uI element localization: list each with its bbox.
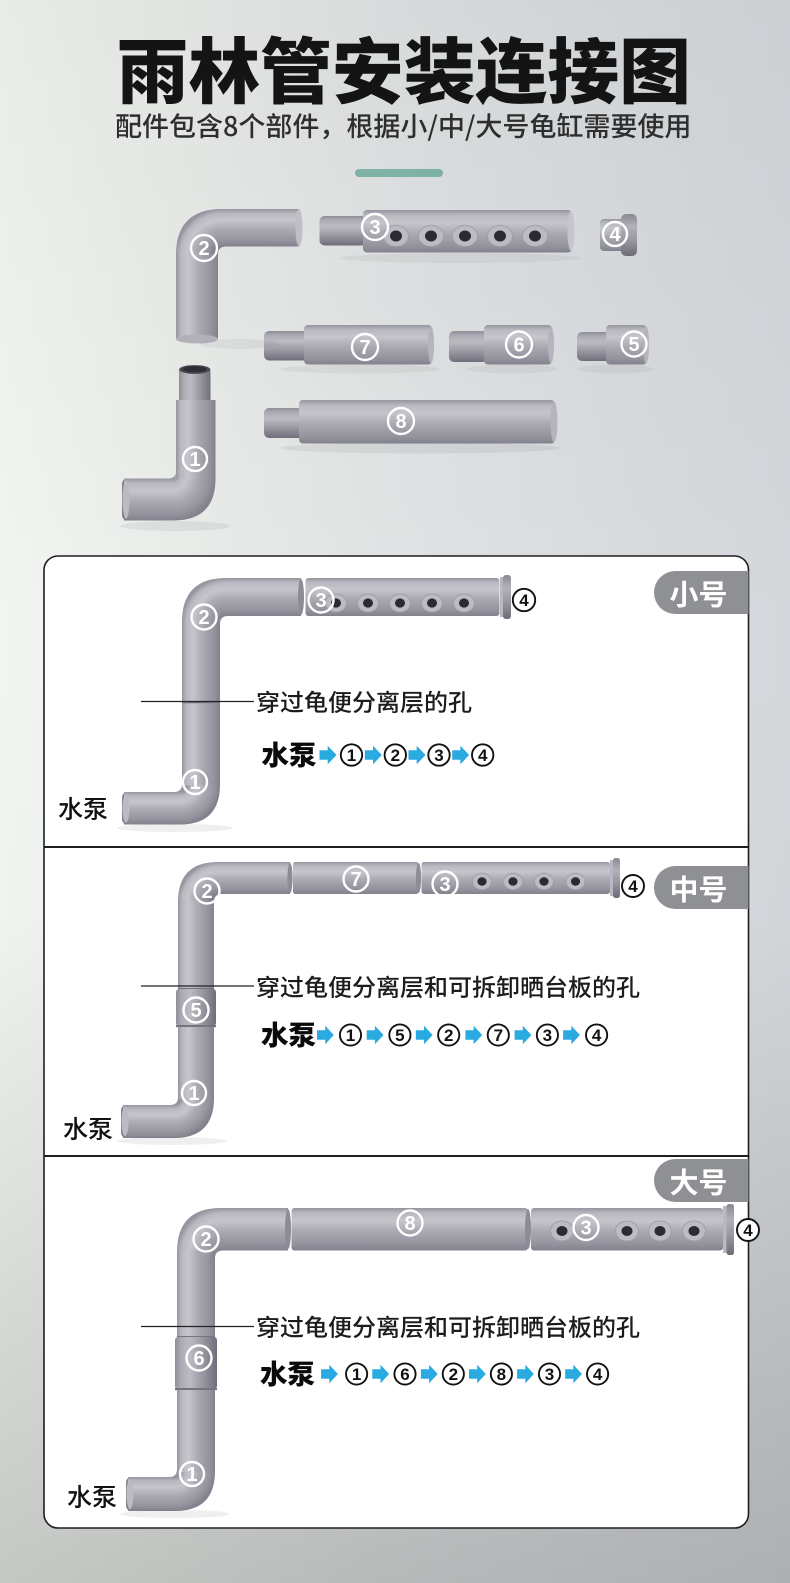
svg-text:3: 3 xyxy=(315,590,326,612)
svg-text:5: 5 xyxy=(628,334,639,356)
svg-text:2: 2 xyxy=(200,1229,211,1251)
svg-text:8: 8 xyxy=(497,1365,506,1384)
svg-text:3: 3 xyxy=(439,874,450,896)
svg-text:2: 2 xyxy=(201,881,212,903)
svg-text:4: 4 xyxy=(743,1221,753,1240)
svg-text:6: 6 xyxy=(400,1365,409,1384)
svg-text:3: 3 xyxy=(369,217,380,239)
svg-text:2: 2 xyxy=(198,238,209,260)
svg-text:1: 1 xyxy=(346,1026,355,1045)
svg-text:1: 1 xyxy=(352,1365,361,1384)
svg-text:4: 4 xyxy=(519,591,529,610)
svg-text:1: 1 xyxy=(347,746,356,765)
svg-text:5: 5 xyxy=(190,1000,201,1022)
svg-text:2: 2 xyxy=(444,1026,453,1045)
svg-text:7: 7 xyxy=(494,1026,503,1045)
svg-text:6: 6 xyxy=(193,1348,204,1370)
svg-text:5: 5 xyxy=(395,1026,404,1045)
svg-text:1: 1 xyxy=(186,1464,197,1486)
svg-text:4: 4 xyxy=(628,877,638,896)
svg-text:3: 3 xyxy=(580,1218,591,1240)
svg-text:3: 3 xyxy=(434,746,443,765)
svg-text:2: 2 xyxy=(198,607,209,629)
svg-text:8: 8 xyxy=(404,1213,415,1235)
svg-text:4: 4 xyxy=(609,224,621,246)
svg-text:1: 1 xyxy=(188,1083,199,1105)
svg-text:7: 7 xyxy=(350,869,361,891)
svg-text:3: 3 xyxy=(545,1365,554,1384)
svg-text:1: 1 xyxy=(189,772,200,794)
svg-text:2: 2 xyxy=(449,1365,458,1384)
svg-text:8: 8 xyxy=(395,411,406,433)
svg-text:2: 2 xyxy=(391,746,400,765)
svg-text:4: 4 xyxy=(478,746,488,765)
svg-text:4: 4 xyxy=(592,1026,602,1045)
svg-text:3: 3 xyxy=(543,1026,552,1045)
svg-text:7: 7 xyxy=(359,337,370,359)
svg-text:1: 1 xyxy=(189,449,200,471)
svg-text:4: 4 xyxy=(593,1365,603,1384)
svg-text:6: 6 xyxy=(513,335,524,357)
